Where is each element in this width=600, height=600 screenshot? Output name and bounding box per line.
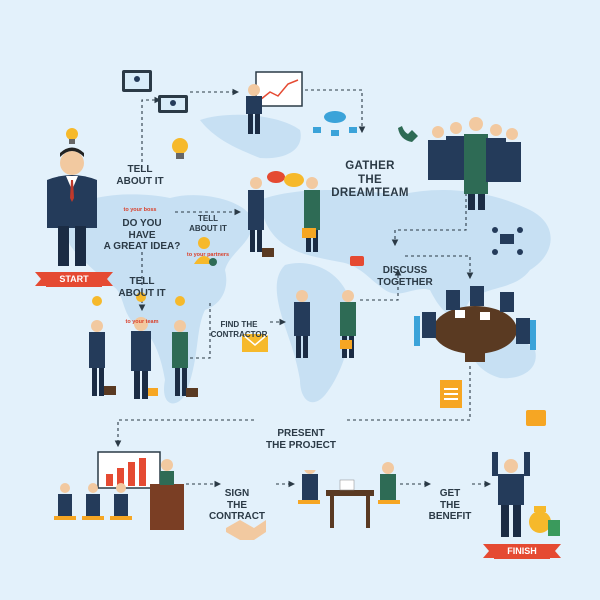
cloud-network-icon [313, 111, 357, 136]
contractor-pair [294, 290, 356, 358]
money-bag-icon [529, 506, 560, 536]
partners-pair [248, 177, 320, 257]
add-user-icon [194, 237, 217, 266]
dreamteam-group [428, 117, 521, 210]
start-banner: START [35, 272, 113, 287]
get-benefit-label: GET THE BENEFIT [428, 488, 472, 523]
team-group [89, 317, 198, 399]
contract-signing [298, 462, 400, 528]
handshake-icon [226, 520, 266, 540]
gather-dreamteam-label: GATHER THE DREAMTEAM [331, 160, 409, 199]
video-call-icon [122, 70, 188, 113]
tell-team-label: TELL ABOUT IT to your team [118, 276, 166, 325]
start-businessman [47, 147, 97, 266]
presentation-board-icon [246, 71, 303, 134]
tell-partners-label: TELL ABOUT IT to your partners [186, 214, 230, 259]
tell-boss-label: TELL ABOUT IT to your boss [116, 164, 164, 213]
great-idea-label: DO YOU HAVE A GREAT IDEA? [103, 218, 181, 253]
sign-contract-label: SIGN THE CONTRACT [208, 488, 266, 523]
finish-businessman [492, 452, 530, 537]
present-project-label: PRESENT THE PROJECT [256, 410, 346, 470]
briefcase-icon [526, 410, 546, 426]
find-contractor-label: FIND THE CONTRACTOR [210, 320, 268, 339]
envelope-icon [241, 333, 269, 352]
network-icon [492, 227, 523, 255]
lightbulb-icon [172, 138, 188, 159]
lightbulb-icon [92, 292, 185, 306]
discuss-together-label: DISCUSS TOGETHER [377, 265, 433, 288]
document-icon [440, 380, 462, 408]
lightbulb-icon [66, 128, 78, 144]
speech-bubbles-icon [267, 171, 304, 187]
meeting-table [414, 286, 536, 362]
presentation-scene [54, 451, 184, 530]
phone-icon [398, 126, 418, 142]
finish-banner: FINISH [483, 544, 561, 559]
chat-icon [350, 256, 364, 266]
